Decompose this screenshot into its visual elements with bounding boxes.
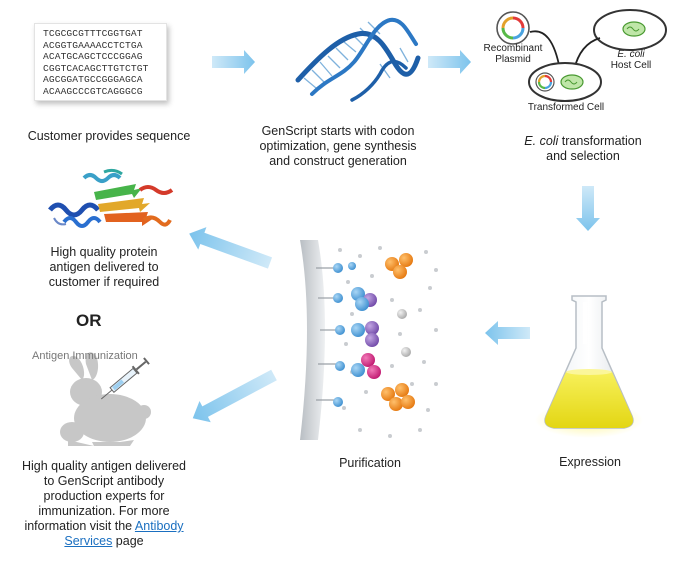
antibody-services-link[interactable]: Antibody	[134, 519, 184, 533]
dna-helix-icon	[295, 17, 421, 102]
or-label: OR	[76, 311, 102, 330]
arrow-up-left-icon	[189, 227, 273, 269]
antibody-services-link-cont[interactable]: Services	[64, 534, 113, 548]
protein-structure-icon	[48, 168, 174, 228]
host-cell-icon	[593, 9, 667, 51]
antigen-delivery-label: High quality antigen delivered to GenScr…	[22, 459, 186, 548]
purification-label: Purification	[339, 456, 401, 470]
transformed-cell-icon	[528, 62, 602, 102]
protein-delivery-label: High quality protein antigen delivered t…	[48, 245, 160, 289]
arrow-down-icon	[576, 186, 600, 231]
expression-label: Expression	[559, 455, 621, 469]
sequence-line: ACGGTGAAAACCTCTGA	[43, 39, 143, 51]
flask-icon	[535, 295, 643, 438]
transformation-step-label: E. coli transformation and selection	[524, 134, 642, 163]
arrow-left-icon	[485, 321, 530, 345]
arrow-down-left-icon	[192, 369, 277, 423]
sequence-line: AGCGGATGCCGGGAGCA	[43, 74, 143, 86]
plasmid-icon	[496, 11, 530, 45]
sequence-box: TCGCGCGTTTCGGTGAT ACGGTGAAAACCTCTGA ACAT…	[34, 23, 167, 101]
sequence-line: CGGTCACAGCTTGTCTGT	[43, 62, 149, 74]
arrow-right-icon	[428, 50, 471, 74]
arrow-right-icon	[212, 50, 255, 74]
purification-column-icon	[300, 240, 438, 440]
immunization-label: Antigen Immunization	[32, 350, 138, 362]
syringe-icon	[100, 357, 150, 400]
host-cell-label: E. coli Host Cell	[610, 49, 652, 71]
plasmid-label: Recombinant Plasmid	[483, 43, 543, 65]
genscript-step-label: GenScript starts with codon optimization…	[259, 124, 417, 168]
transformed-cell-label: Transformed Cell	[527, 102, 605, 113]
rabbit-icon	[60, 352, 151, 446]
sequence-line: ACATGCAGCTCCCGGAG	[43, 51, 143, 63]
sequence-line: ACAAGCCCGTCAGGGCG	[43, 85, 143, 97]
sequence-line: TCGCGCGTTTCGGTGAT	[43, 28, 143, 39]
customer-step-label: Customer provides sequence	[27, 129, 191, 143]
